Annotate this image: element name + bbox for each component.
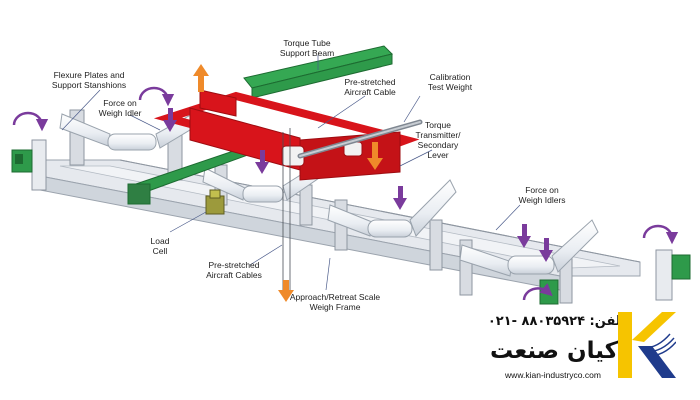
leader-lines: [61, 55, 521, 291]
label-load-cell: Load Cell: [150, 236, 170, 256]
label-approach-frame: Approach/Retreat Scale Weigh Frame: [289, 292, 381, 312]
company-name: کیان صنعت: [490, 338, 618, 364]
company-logo: [618, 312, 676, 378]
label-cables-bottom: Pre-stretched Aircraft Cables: [206, 260, 262, 280]
label-flexure-plates: Flexure Plates and Support Stanshions: [51, 70, 127, 90]
aircraft-cables: [282, 128, 291, 295]
label-cable-top: Pre-stretched Aircraft Cable: [344, 77, 396, 97]
label-force-weigh-idlers: Force on Weigh Idlers: [518, 185, 566, 205]
label-force-weigh-idler: Force on Weigh Idler: [98, 98, 142, 118]
left-stanchion: [11, 139, 47, 191]
label-torque-tube: Torque Tube Support Beam: [279, 38, 335, 58]
phone-number: تلفن: ۸۸۰۳۵۹۲۴ -۰۲۱: [487, 314, 626, 329]
website-link[interactable]: www.kian-industryco.com: [505, 370, 601, 380]
idler-station-1: [59, 109, 201, 181]
idler-station-4: [459, 219, 599, 304]
label-torque-transmitter: Torque Transmitter/ Secondary Lever: [415, 120, 461, 160]
rotation-arrows: [12, 86, 679, 301]
label-calibration: Calibration Test Weight: [427, 72, 473, 92]
orange-arrows: [193, 64, 383, 302]
load-cell: [205, 189, 225, 215]
idler-station-3: [327, 179, 457, 271]
company-brand: تلفن: ۸۸۰۳۵۹۲۴ -۰۲۱ کیان صنعت www.kian-i…: [470, 308, 698, 398]
right-stanchion: [539, 249, 691, 305]
purple-force-arrows: [163, 108, 553, 262]
calibration-rod: [297, 119, 423, 159]
